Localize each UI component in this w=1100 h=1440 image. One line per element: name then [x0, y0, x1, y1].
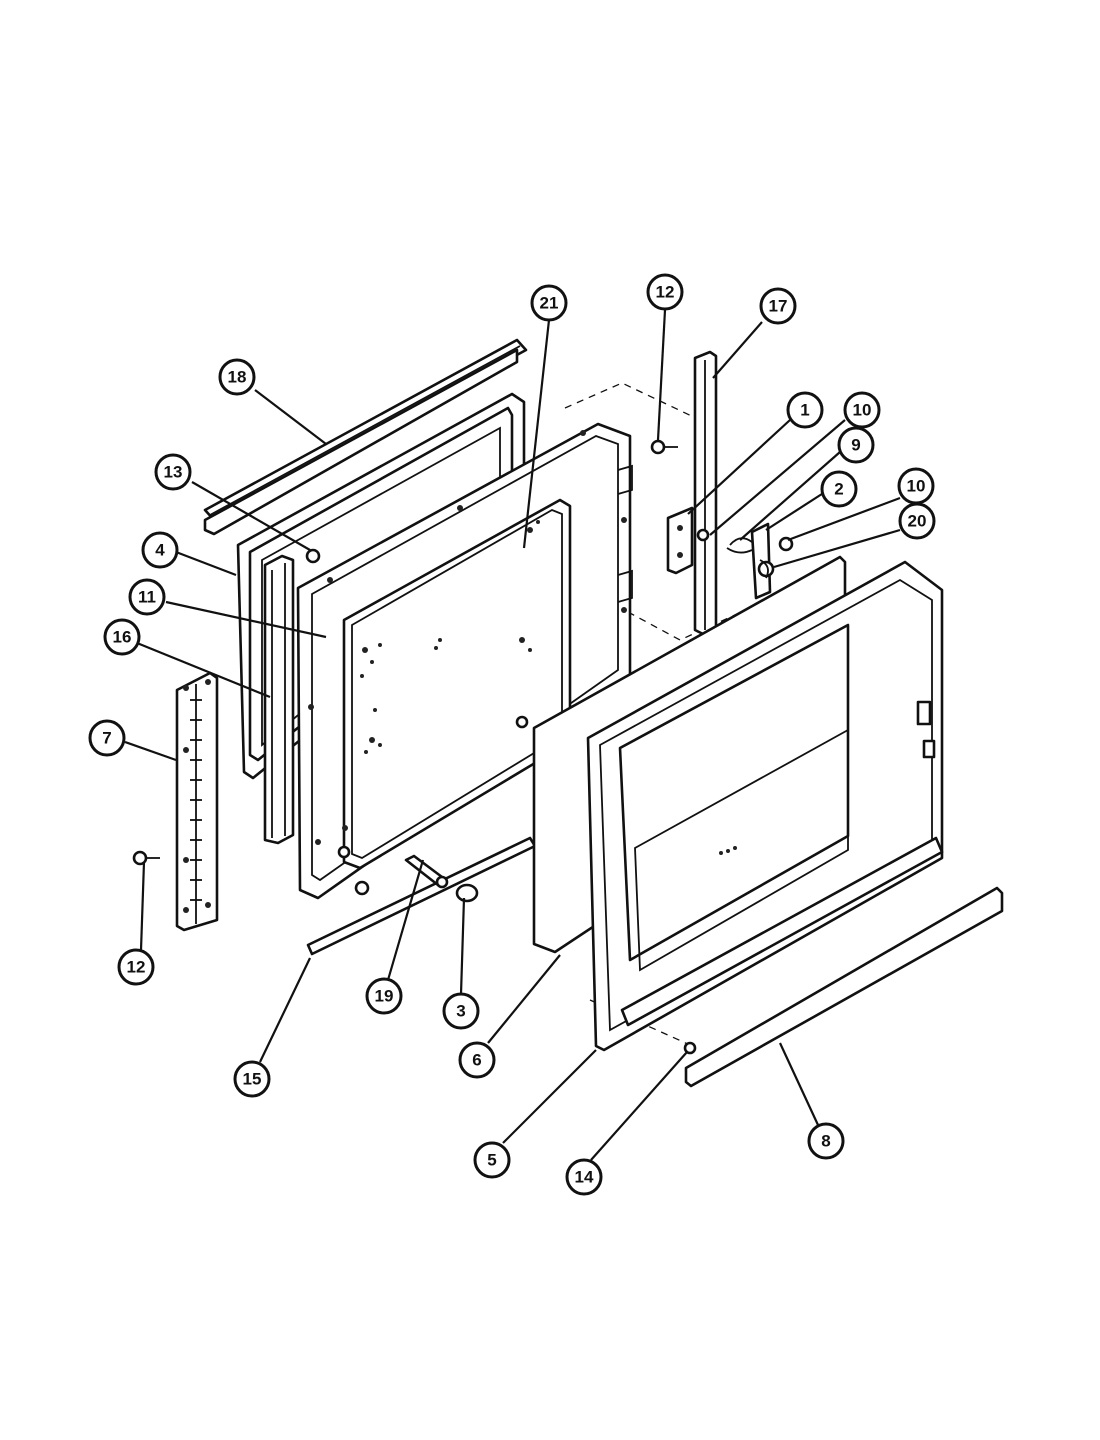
callout-21-label: 21 [540, 294, 559, 313]
leader-lines [124, 309, 901, 1161]
callout-11: 11 [128, 578, 166, 616]
callout-7: 7 [88, 719, 126, 757]
callout-6: 6 [458, 1041, 496, 1079]
panel-screws [305, 548, 370, 896]
callout-16-label: 16 [113, 628, 132, 647]
callout-7-label: 7 [102, 729, 111, 748]
bumper [455, 883, 479, 903]
callout-19-label: 19 [375, 987, 394, 1006]
callout-13: 13 [154, 453, 192, 491]
latch-plate [750, 522, 794, 600]
side-channel [263, 554, 295, 845]
latch-rod [693, 350, 718, 636]
callout-6-label: 6 [472, 1051, 481, 1070]
callout-15: 15 [233, 1060, 271, 1098]
callout-4: 4 [141, 531, 179, 569]
callout-2: 2 [820, 470, 858, 508]
door-hinge [175, 671, 219, 932]
bottom-panel [684, 886, 1004, 1088]
callout-18: 18 [218, 358, 256, 396]
callout-12-lower: 12 [117, 948, 155, 986]
door-screw [683, 1041, 697, 1055]
callout-10-upper: 10 [843, 391, 881, 429]
callout-3: 3 [442, 992, 480, 1030]
hinge-screw [132, 850, 160, 866]
callout-8: 8 [807, 1122, 845, 1160]
callout-16: 16 [103, 618, 141, 656]
inner-door-panel [296, 422, 633, 900]
hinge-rod [404, 854, 449, 889]
callout-5-label: 5 [487, 1151, 496, 1170]
callout-17: 17 [759, 287, 797, 325]
latch-bracket [666, 506, 753, 575]
callout-5: 5 [473, 1141, 511, 1179]
callout-14: 14 [565, 1158, 603, 1196]
callout-3-label: 3 [456, 1002, 465, 1021]
callout-21: 21 [530, 284, 568, 322]
callout-12-lower-label: 12 [127, 958, 146, 977]
callout-20-label: 20 [908, 512, 927, 531]
outer-door [586, 560, 944, 1052]
callout-14-label: 14 [575, 1168, 594, 1187]
upper-screw [650, 439, 678, 455]
callout-9-label: 9 [851, 436, 860, 455]
callout-1-label: 1 [800, 401, 809, 420]
callout-15-label: 15 [243, 1070, 262, 1089]
callout-12-upper-label: 12 [656, 283, 675, 302]
callout-11-label: 11 [138, 588, 156, 607]
callout-17-label: 17 [769, 297, 788, 316]
top-trim-strip [203, 338, 528, 536]
callout-13-label: 13 [164, 463, 183, 482]
callout-1: 1 [786, 391, 824, 429]
callout-10-lower: 10 [897, 467, 935, 505]
callout-4-label: 4 [155, 541, 165, 560]
callout-8-label: 8 [821, 1132, 830, 1151]
callout-12-upper: 12 [646, 273, 684, 311]
callout-10-upper-label: 10 [853, 401, 872, 420]
callout-10-lower-label: 10 [907, 477, 926, 496]
callout-20: 20 [898, 502, 936, 540]
callout-9: 9 [837, 426, 875, 464]
callout-2-label: 2 [834, 480, 843, 499]
callout-19: 19 [365, 977, 403, 1015]
callout-18-label: 18 [228, 368, 247, 387]
